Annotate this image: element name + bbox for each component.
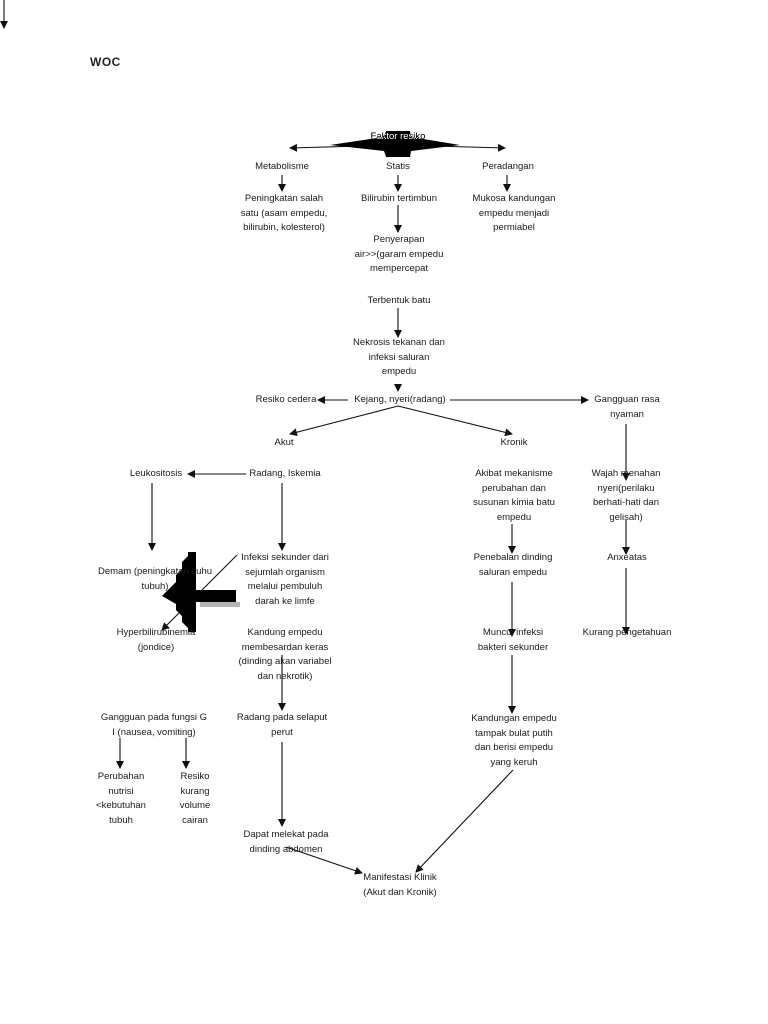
node-peradangan: Peradangan [482, 161, 534, 172]
node-ansietas: Anxeatas [607, 552, 647, 563]
node-dapat-melekat: Dapat melekat pada dinding abdomen [243, 829, 329, 855]
shape-artifact [330, 131, 460, 157]
node-akibat-mekanisme: Akibat mekanisme perubahan dan susunan k… [473, 468, 555, 523]
node-kandungan-empedu: Kandungan empedu tampak bulat putih dan … [471, 713, 557, 768]
node-peningkatan: Peningkatan salah satu (asam empedu, bil… [240, 193, 328, 233]
node-kurang-pengetahuan: Kurang pengetahuan [582, 627, 672, 638]
node-manifestasi-klinik: Manifestasi Klinik (Akut dan Kronik) [363, 872, 437, 898]
node-bilirubin: Bilirubin tertimbun [360, 193, 438, 204]
node-kronik: Kronik [500, 437, 528, 448]
node-radang-selaput: Radang pada selaput perut [236, 712, 328, 738]
node-kandung-empedu: Kandung empedu membesardan keras (dindin… [238, 627, 332, 682]
node-akut: Akut [274, 437, 294, 448]
node-faktor-resiko: Faktor resiko [370, 131, 426, 142]
node-radang-iskemia: Radang, Iskemia [249, 468, 321, 479]
node-penebalan: Penebalan dinding saluran empedu [473, 552, 553, 578]
node-kejang: Kejang, nyeri(radang) [354, 394, 446, 405]
node-muncul-infeksi: Muncul infeksi bakteri sekunder [477, 627, 549, 653]
node-mukosa: Mukosa kandungan empedu menjadi permiabe… [472, 193, 556, 233]
node-statis: Statis [386, 161, 410, 172]
node-perubahan-nutrisi: Perubahan nutrisi <kebutuhan tubuh [96, 771, 146, 826]
node-leukositosis: Leukositosis [129, 468, 183, 479]
node-terbentuk-batu: Terbentuk batu [367, 295, 431, 306]
node-penyerapan: Penyerapan air>>(garam empedu mempercepa… [354, 234, 444, 274]
page-title: WOC [90, 55, 121, 69]
node-demam: Demam (peningkatan suhu tubuh) [97, 566, 213, 592]
blocky-arrow-cursor-icon [162, 552, 240, 632]
node-gangguan-gi: Gangguan pada fungsi G I (nausea, vomiti… [100, 712, 208, 738]
node-infeksi-sekunder: Infeksi sekunder dari sejumlah organism … [241, 552, 329, 607]
node-wajah-menahan-nyeri: Wajah menahan nyeri(perilaku berhati-hat… [591, 468, 661, 523]
node-hyperbilirubinemia: Hyperbilirubinemia (jondice) [116, 627, 196, 653]
node-gangguan-rasa-nyaman: Gangguan rasa nyaman [594, 394, 660, 420]
node-metabolisme: Metabolisme [255, 161, 309, 172]
node-nekrosis: Nekrosis tekanan dan infeksi saluran emp… [353, 337, 445, 377]
node-resiko-kurang-volume: Resiko kurang volume cairan [179, 771, 211, 826]
node-resiko-cedera: Resiko cedera [255, 394, 317, 405]
